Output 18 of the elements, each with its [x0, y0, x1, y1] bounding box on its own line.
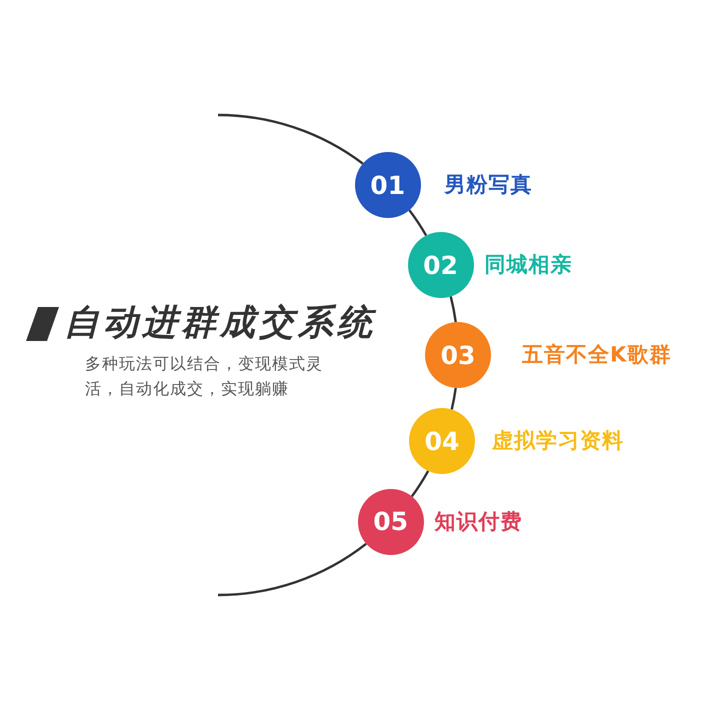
arc-line	[408, 209, 428, 236]
arc-line	[410, 470, 430, 498]
description-text: 多种玩法可以结合，变现模式灵活，自动化成交，实现躺赚	[85, 353, 324, 400]
arc-line	[450, 296, 457, 322]
step-number: 02	[423, 252, 458, 278]
step-number: 03	[440, 342, 476, 368]
step-number: 05	[373, 509, 408, 534]
step-label: 同城相亲	[484, 252, 573, 278]
step-number: 04	[424, 428, 460, 454]
arc-line	[450, 388, 457, 410]
step-label: 五音不全K歌群	[522, 342, 672, 368]
title-heading: 自动进群成交系统	[64, 302, 376, 344]
arc-line	[218, 542, 367, 596]
step-number: 01	[370, 172, 406, 198]
step-label: 虚拟学习资料	[492, 428, 624, 454]
arc-line	[218, 114, 364, 165]
step-label: 男粉写真	[444, 172, 533, 198]
step-label: 知识付费	[434, 509, 523, 534]
